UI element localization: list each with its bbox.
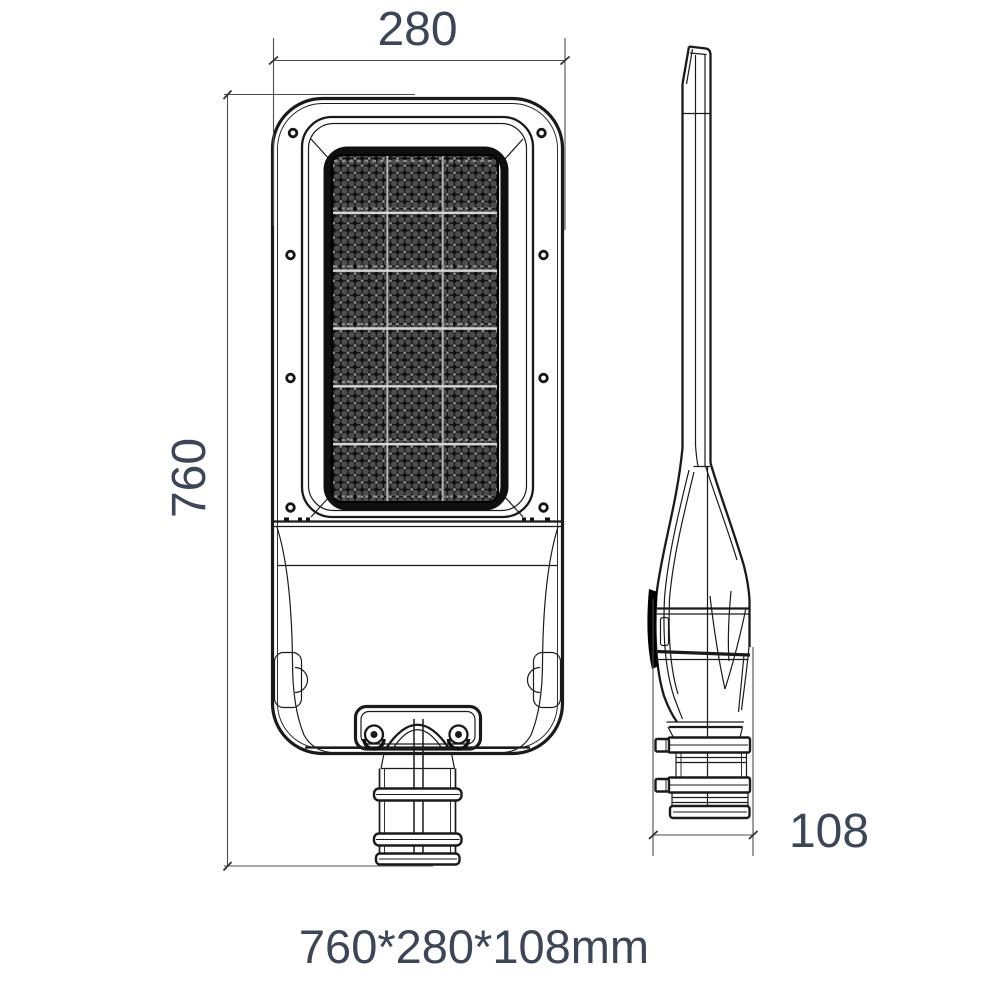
lower-housing — [276, 526, 559, 754]
side-latches — [273, 651, 562, 709]
pole-clamp-front — [372, 719, 463, 866]
bracket-bolts — [362, 724, 471, 751]
dimension-depth: 108 — [648, 599, 869, 858]
bracket-arch — [385, 723, 450, 750]
bezel-outline — [300, 115, 535, 519]
size-caption: 760*280*108mm — [299, 920, 649, 973]
side-housing — [647, 447, 751, 806]
side-view — [647, 45, 752, 820]
housing-split-lines — [274, 517, 561, 567]
width-label: 280 — [377, 3, 457, 56]
body-outline — [270, 96, 565, 756]
depth-label: 108 — [789, 805, 869, 858]
pole-clamp-side — [654, 721, 752, 820]
face-screws — [285, 127, 549, 513]
bezel-corner-chamfers — [310, 138, 524, 518]
mounting-bracket — [353, 704, 483, 751]
front-view — [270, 96, 565, 866]
dimension-height: 760 — [163, 89, 433, 872]
dimension-width: 280 — [268, 3, 571, 230]
led-module-gaps — [333, 156, 497, 501]
side-blade — [681, 45, 712, 468]
height-label: 760 — [163, 438, 216, 518]
